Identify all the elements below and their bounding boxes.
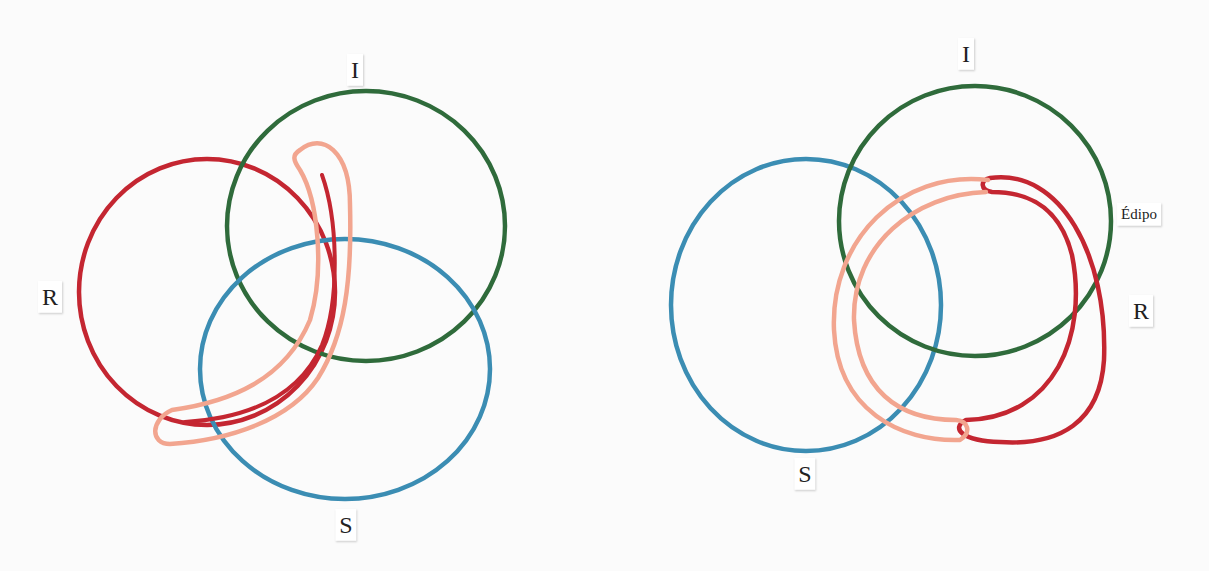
ring-label: S [794, 458, 815, 490]
ring-label: I [958, 38, 974, 70]
real-loop [959, 177, 1104, 442]
ring-label: R [1129, 295, 1153, 327]
ring-label: S [335, 509, 356, 541]
ring-label: Édipo [1117, 203, 1161, 226]
symbolic-ring [200, 239, 490, 499]
imaginary-ring [227, 91, 505, 361]
real-ring [79, 159, 335, 425]
fourth-loop [155, 143, 350, 444]
ring-label: R [38, 281, 62, 313]
real-strand [185, 175, 335, 422]
ring-label: I [347, 54, 363, 86]
oedipus-loop [834, 179, 988, 440]
